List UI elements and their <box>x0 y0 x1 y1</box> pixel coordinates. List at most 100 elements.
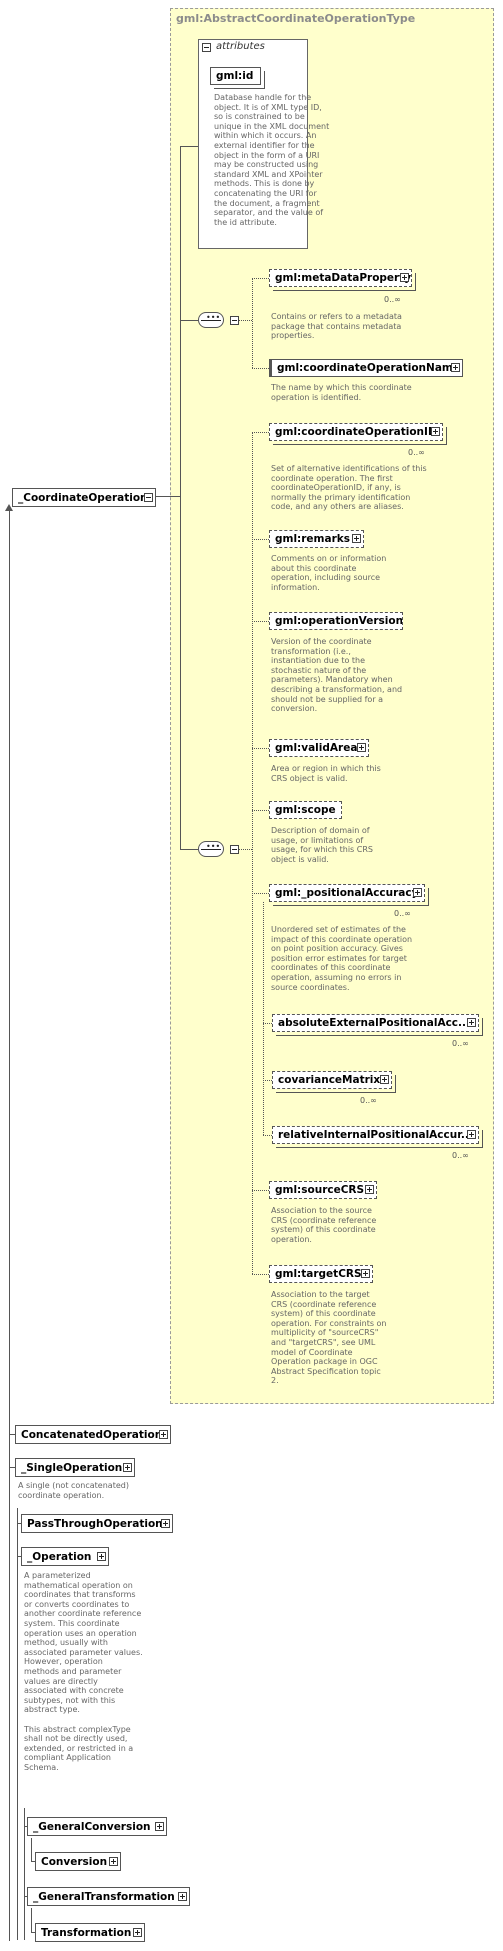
expand-icon[interactable] <box>467 1018 476 1027</box>
type-general-transformation-label: _GeneralTransformation <box>33 1890 175 1903</box>
expand-icon[interactable] <box>380 1075 389 1084</box>
element-gml-coordinateoperationid[interactable]: gml:coordinateOperationID <box>269 423 443 441</box>
sequence-compositor-1 <box>198 312 224 328</box>
element-gml-metadataproperty-cardinality: 0..∞ <box>384 295 401 304</box>
element-gml-positionalaccuracy-label: gml:_positionalAccuracy <box>275 887 419 899</box>
connector-root-container <box>156 496 180 497</box>
element-gml-coordinateoperationname-description: The name by which this coordinate operat… <box>271 383 412 402</box>
attributes-title: attributes <box>216 41 265 52</box>
expand-icon[interactable] <box>352 534 361 543</box>
link-operationversion <box>252 621 269 622</box>
type-conversion-label: Conversion <box>41 1855 108 1868</box>
expand-icon[interactable] <box>400 273 409 282</box>
expand-icon[interactable] <box>155 1821 164 1831</box>
element-relativeinternalpositionalaccuracy-cardinality: 0..∞ <box>452 1151 469 1160</box>
link-concatenated <box>9 1434 15 1435</box>
link-conversion <box>31 1861 35 1862</box>
element-gml-targetcrs-description: Association to the target CRS (coordinat… <box>271 1290 387 1386</box>
link-single <box>9 1467 15 1468</box>
element-relativeinternalpositionalaccuracy[interactable]: relativeInternalPositionalAccur... <box>272 1126 479 1144</box>
type-transformation-label: Transformation <box>41 1926 132 1939</box>
element-covariancematrix-label: covarianceMatrix <box>278 1074 381 1086</box>
container-title: gml:AbstractCoordinateOperationType <box>176 12 416 25</box>
type-conversion[interactable]: Conversion <box>35 1852 121 1871</box>
connector-to-seq1 <box>180 320 198 321</box>
expand-icon[interactable] <box>431 427 440 436</box>
inheritance-line-root <box>9 510 10 1941</box>
element-gml-coordinateoperationname[interactable]: gml:coordinateOperationName <box>269 359 463 377</box>
type-concatenated-operation-label: ConcatenatedOperation <box>21 1428 163 1441</box>
link-covariancematrix <box>263 1080 272 1081</box>
sequence-1-collapse-icon[interactable] <box>230 316 239 325</box>
sequence-2-branch <box>252 432 253 1274</box>
attribute-gml-id[interactable]: gml:id <box>210 67 261 85</box>
expand-icon[interactable] <box>365 1185 374 1194</box>
collapse-icon[interactable] <box>144 492 153 502</box>
element-covariancematrix-cardinality: 0..∞ <box>360 1096 377 1105</box>
element-covariancematrix[interactable]: covarianceMatrix <box>272 1071 392 1089</box>
element-gml-coordinateoperationid-description: Set of alternative identifications of th… <box>271 464 427 512</box>
expand-icon[interactable] <box>467 1130 476 1139</box>
type-coordinate-operation[interactable]: _CoordinateOperation <box>12 488 156 507</box>
link-relativeinternal <box>263 1135 272 1136</box>
element-gml-positionalaccuracy-cardinality: 0..∞ <box>394 909 411 918</box>
inheritance-line-conversion <box>31 1838 32 1862</box>
element-gml-targetcrs-label: gml:targetCRS <box>275 1268 362 1280</box>
link-absoluteexternal <box>263 1023 272 1024</box>
link-operation <box>17 1556 21 1557</box>
inheritance-line-single <box>17 1508 18 1940</box>
expand-icon[interactable] <box>123 1462 132 1472</box>
element-absoluteexternalpositionalaccuracy[interactable]: absoluteExternalPositionalAcc... <box>272 1014 479 1032</box>
type-general-conversion[interactable]: _GeneralConversion <box>27 1817 167 1836</box>
element-gml-sourcecrs[interactable]: gml:sourceCRS <box>269 1181 377 1199</box>
element-gml-remarks[interactable]: gml:remarks <box>269 530 364 548</box>
sequence-2-link <box>239 849 252 850</box>
expand-icon[interactable] <box>161 1518 170 1528</box>
link-coordinateoperationid <box>252 432 269 433</box>
element-gml-coordinateoperationid-cardinality: 0..∞ <box>408 448 425 457</box>
sequence-2-collapse-icon[interactable] <box>230 845 239 854</box>
connector-to-seq2 <box>180 849 198 850</box>
type-coordinate-operation-label: _CoordinateOperation <box>18 491 148 504</box>
expand-icon[interactable] <box>133 1927 142 1937</box>
sequence-compositor-2 <box>198 841 224 857</box>
element-relativeinternalpositionalaccuracy-label: relativeInternalPositionalAccur... <box>278 1129 473 1141</box>
inheritance-line-transformation <box>31 1908 32 1933</box>
expand-icon[interactable] <box>361 1269 370 1278</box>
link-targetcrs <box>252 1274 269 1275</box>
expand-icon[interactable] <box>159 1429 168 1439</box>
element-gml-targetcrs[interactable]: gml:targetCRS <box>269 1265 373 1283</box>
type-single-operation-label: _SingleOperation <box>21 1461 123 1474</box>
element-gml-operationversion[interactable]: gml:operationVersion <box>269 612 403 630</box>
type-single-operation[interactable]: _SingleOperation <box>15 1458 135 1477</box>
sequence-1-link <box>239 320 252 321</box>
expand-icon[interactable] <box>97 1551 106 1561</box>
element-absoluteexternalpositionalaccuracy-cardinality: 0..∞ <box>452 1039 469 1048</box>
element-gml-positionalaccuracy-description: Unordered set of estimates of the impact… <box>271 925 413 992</box>
element-gml-metadataproperty-label: gml:metaDataProperty <box>275 272 412 284</box>
element-gml-operationversion-description: Version of the coordinate transformation… <box>271 637 403 714</box>
link-positionalaccuracy <box>252 893 269 894</box>
expand-icon[interactable] <box>178 1891 187 1901</box>
type-concatenated-operation[interactable]: ConcatenatedOperation <box>15 1425 171 1444</box>
element-gml-validarea[interactable]: gml:validArea <box>269 739 369 757</box>
type-operation-label: _Operation <box>27 1550 92 1563</box>
inheritance-line-operation <box>24 1808 25 1940</box>
expand-icon[interactable] <box>109 1856 118 1866</box>
link-passthrough <box>17 1523 21 1524</box>
type-pass-through-operation-label: PassThroughOperation <box>27 1517 163 1530</box>
element-gml-scope[interactable]: gml:scope <box>269 801 342 819</box>
type-operation[interactable]: _Operation <box>21 1547 109 1566</box>
connector-spine <box>180 146 181 849</box>
type-general-transformation[interactable]: _GeneralTransformation <box>27 1887 190 1906</box>
expand-icon[interactable] <box>357 743 366 752</box>
element-gml-positionalaccuracy[interactable]: gml:_positionalAccuracy <box>269 884 425 902</box>
expand-icon[interactable] <box>413 888 422 897</box>
type-transformation[interactable]: Transformation <box>35 1923 145 1942</box>
type-pass-through-operation[interactable]: PassThroughOperation <box>21 1514 173 1533</box>
expand-icon[interactable] <box>451 363 460 372</box>
attributes-collapse-icon[interactable] <box>202 43 211 52</box>
element-gml-metadataproperty[interactable]: gml:metaDataProperty <box>269 269 412 287</box>
link-transformation <box>31 1932 35 1933</box>
